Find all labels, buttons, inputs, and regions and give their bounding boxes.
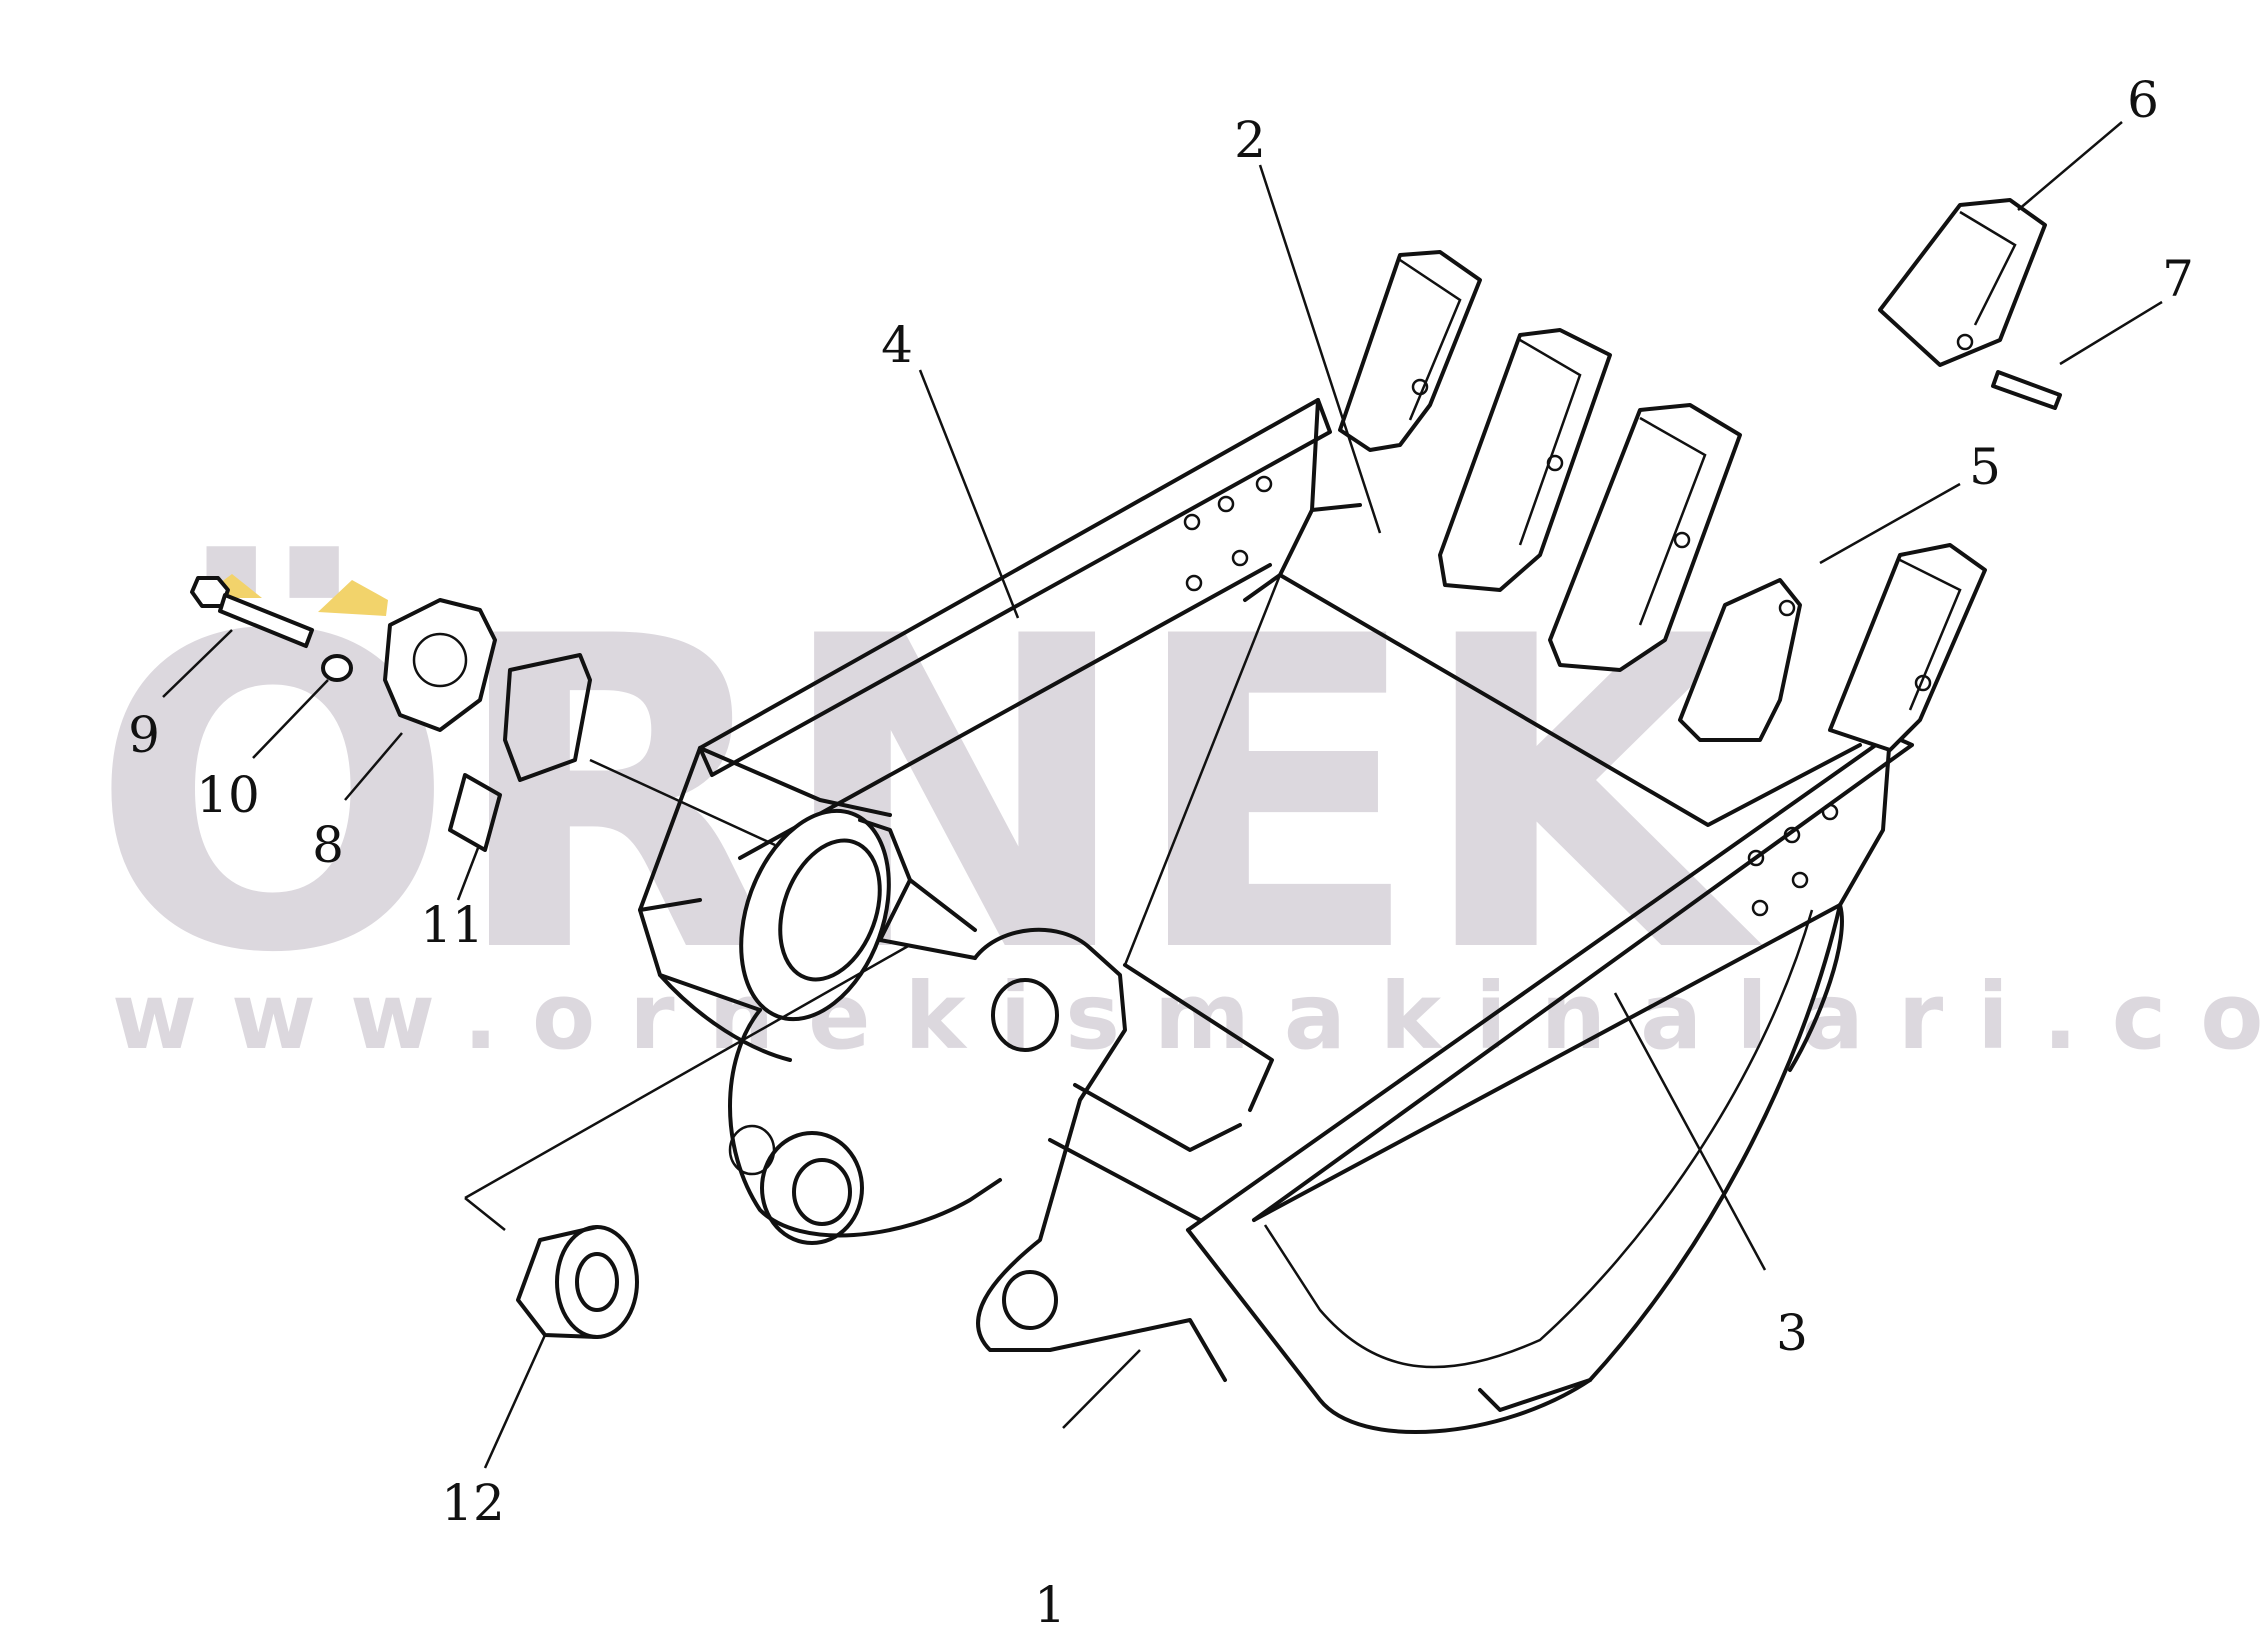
watermark: ÖRNEK www.ornekismakinalari.com.tr — [90, 542, 2260, 1070]
callout-9: 9 — [128, 706, 160, 764]
leader-11 — [456, 847, 480, 901]
leader-7 — [2059, 300, 2163, 366]
leader-5 — [1819, 482, 1961, 565]
leader-6 — [2017, 121, 2123, 211]
leader-12 — [483, 1334, 547, 1469]
callout-8: 8 — [312, 816, 344, 874]
leader-10 — [252, 679, 329, 759]
bucket-body — [638, 398, 1914, 1434]
callout-2: 2 — [1234, 111, 1266, 169]
hardware — [190, 576, 911, 1339]
leader-1 — [1062, 1349, 1141, 1429]
callout-5: 5 — [1969, 438, 2001, 496]
callout-10: 10 — [196, 766, 260, 824]
callout-6: 6 — [2127, 71, 2159, 129]
leader-2 — [1258, 164, 1382, 534]
leader-3 — [1613, 992, 1767, 1271]
callout-12: 12 — [441, 1474, 505, 1532]
leader-9 — [162, 629, 233, 698]
watermark-brand: ÖRNEK — [90, 542, 1766, 1047]
callout-3: 3 — [1776, 1304, 1808, 1362]
callout-labels: 1 2 3 4 5 6 7 8 9 10 11 12 — [128, 71, 2194, 1634]
teeth — [1338, 198, 2062, 752]
watermark-url: www.ornekismakinalari.com.tr — [112, 963, 2260, 1070]
callout-11: 11 — [420, 896, 484, 954]
leader-4 — [918, 369, 1020, 619]
leader-lines — [162, 121, 2163, 1469]
leader-8 — [344, 732, 403, 801]
callout-7: 7 — [2162, 250, 2194, 308]
callout-4: 4 — [881, 316, 913, 374]
callout-1: 1 — [1034, 1576, 1066, 1634]
